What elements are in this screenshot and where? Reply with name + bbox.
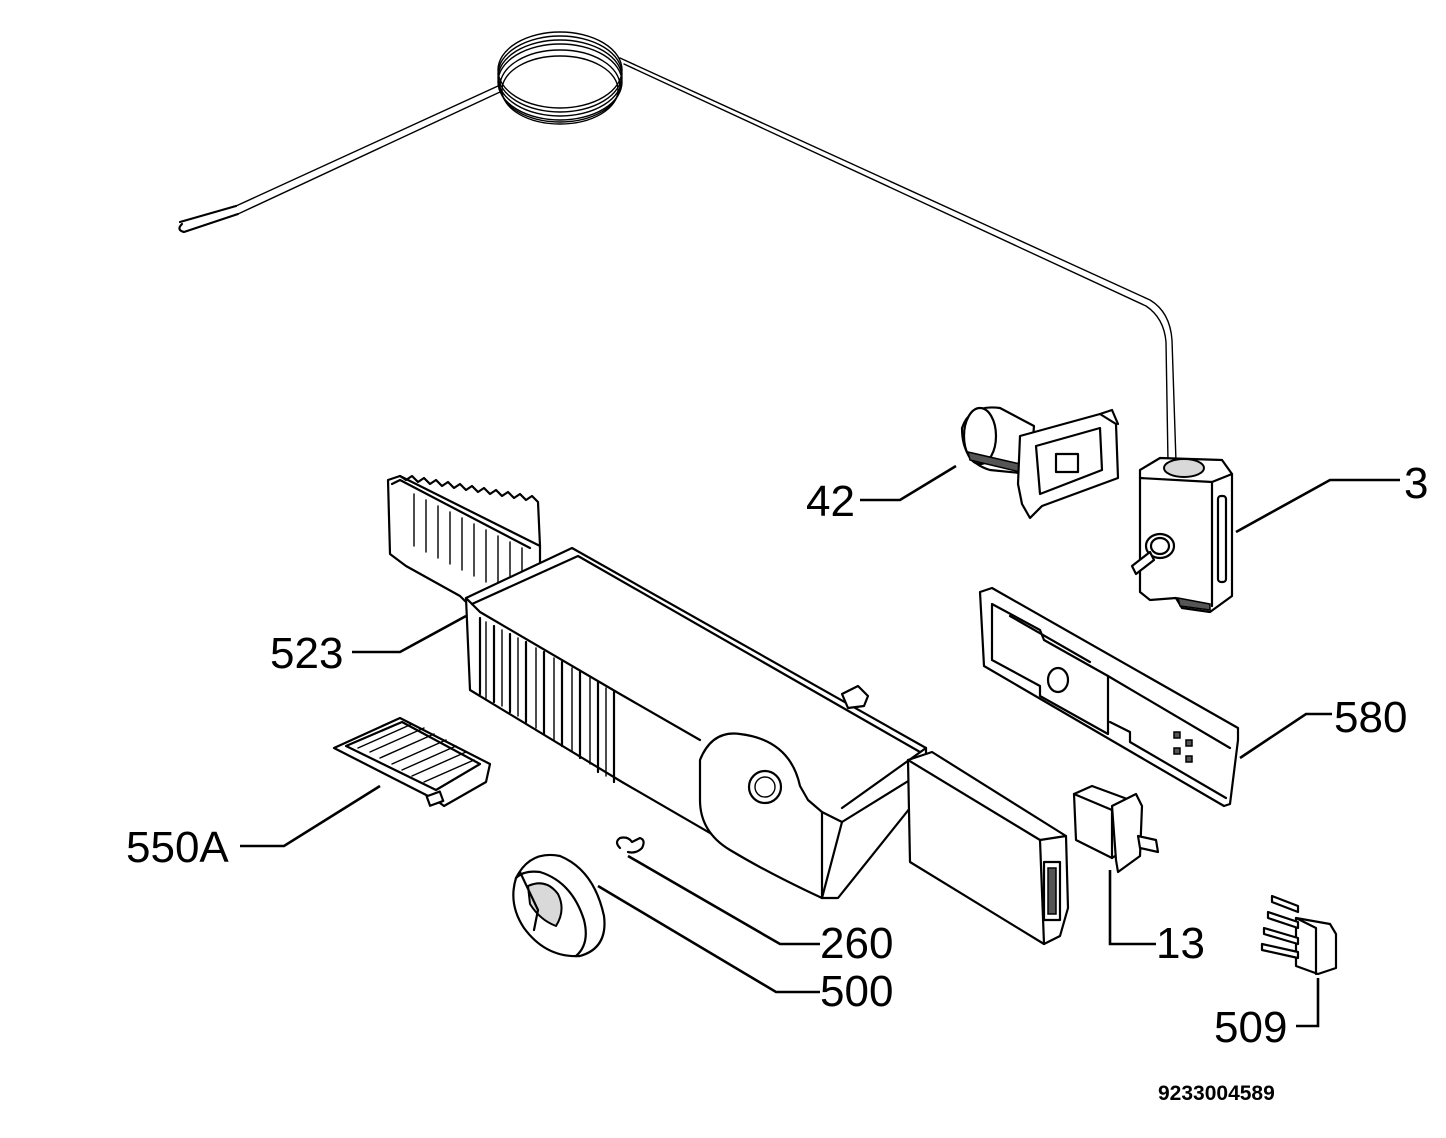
part-509-connector — [1260, 894, 1338, 976]
part-523-control-housing — [386, 474, 928, 900]
callout-42: 42 — [806, 477, 855, 526]
leader-13 — [1108, 870, 1156, 946]
callout-523: 523 — [270, 629, 343, 678]
callout-500: 500 — [820, 967, 893, 1016]
leader-500 — [597, 884, 820, 994]
leader-lines — [240, 464, 1400, 1028]
leader-580 — [1239, 712, 1332, 760]
leader-523 — [352, 614, 467, 654]
callout-labels: 3 13 42 260 500 509 523 550A 580 9233004… — [126, 459, 1428, 1105]
part-550A-grille — [332, 716, 492, 808]
leader-509 — [1296, 978, 1320, 1028]
front-vents — [478, 616, 616, 784]
callout-260: 260 — [820, 919, 893, 968]
callout-550A: 550A — [126, 823, 229, 872]
callout-509: 509 — [1214, 1003, 1287, 1052]
callout-13: 13 — [1156, 919, 1205, 968]
part-260-clip — [615, 836, 645, 854]
leader-550A — [240, 784, 381, 848]
part-580-circuit-board — [978, 586, 1240, 808]
leader-3 — [1235, 478, 1400, 534]
callout-580: 580 — [1334, 693, 1407, 742]
part-500-knob — [512, 853, 606, 958]
document-number: 9233004589 — [1158, 1082, 1275, 1105]
lamp-cover — [906, 750, 1070, 946]
capillary-coil — [497, 31, 623, 125]
leader-42 — [860, 464, 957, 502]
leader-260 — [627, 854, 820, 946]
part-13-switch — [1072, 784, 1160, 874]
part-3-thermostat — [178, 31, 1234, 614]
callout-3: 3 — [1404, 459, 1428, 508]
rear-comb-teeth — [413, 493, 523, 595]
part-42-lamp-holder — [960, 406, 1120, 520]
